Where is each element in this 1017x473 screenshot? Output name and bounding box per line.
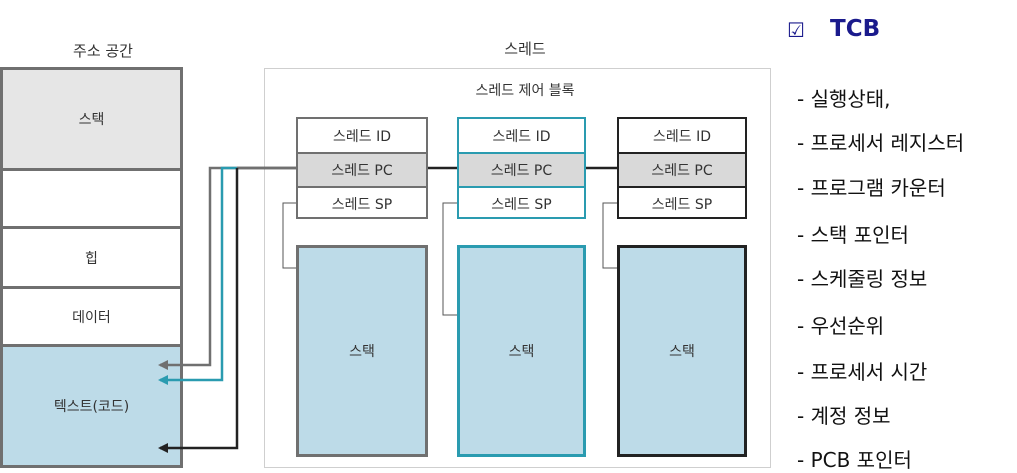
address-heap-segment: 힙 [0,229,183,289]
thread-3-id: 스레드 ID [619,119,745,154]
thread-1-sp: 스레드 SP [331,196,393,213]
tcb-item-pcb-pointer: - PCB 포인터 [797,448,912,472]
checkbox-icon: ☑ [787,18,805,42]
address-space-column: 스택 힙 데이터 텍스트(코드) [0,67,183,468]
thread-control-block-label: 스레드 제어 블록 [475,83,575,99]
thread-1-id: 스레드 ID [298,119,426,154]
thread-2-id: 스레드 ID [459,119,584,154]
thread-3-control-block: 스레드 ID 스레드 PC 스레드 SP [617,117,747,219]
tcb-title: TCB [830,16,881,42]
tcb-item-execution-state: - 실행상태, [797,87,891,111]
thread-title: 스레드 [504,40,546,58]
thread-3-pc: 스레드 PC [619,154,745,188]
tcb-item-processor-registers: - 프로세서 레지스터 [797,131,965,155]
address-stack-label: 스택 [78,112,105,128]
tcb-item-account-info: - 계정 정보 [797,404,891,428]
thread-1-stack: 스택 [296,245,428,457]
address-free-segment [0,171,183,229]
thread-3-sp: 스레드 SP [651,196,713,213]
thread-2-control-block: 스레드 ID 스레드 PC 스레드 SP [457,117,586,219]
thread-2-sp: 스레드 SP [491,196,552,213]
tcb-item-priority: - 우선순위 [797,314,885,338]
address-space-title: 주소 공간 [73,42,133,60]
thread-1-stack-label: 스택 [349,344,375,360]
address-data-segment: 데이터 [0,289,183,347]
address-text-label: 텍스트(코드) [53,399,130,415]
tcb-item-program-counter: - 프로그램 카운터 [797,176,946,200]
thread-1-pc: 스레드 PC [298,154,426,188]
tcb-item-stack-pointer: - 스택 포인터 [797,223,909,247]
thread-2-pc: 스레드 PC [459,154,584,188]
address-text-segment: 텍스트(코드) [0,347,183,468]
thread-3-stack: 스택 [617,245,747,457]
address-heap-label: 힙 [85,250,98,267]
address-data-label: 데이터 [72,309,111,326]
thread-1-control-block: 스레드 ID 스레드 PC 스레드 SP [296,117,428,219]
thread-2-stack: 스택 [457,245,586,457]
thread-3-stack-label: 스택 [669,344,695,360]
thread-2-stack-label: 스택 [508,344,535,360]
tcb-item-processor-time: - 프로세서 시간 [797,360,928,384]
tcb-item-scheduling-info: - 스케줄링 정보 [797,267,928,291]
address-stack-segment: 스택 [0,67,183,171]
